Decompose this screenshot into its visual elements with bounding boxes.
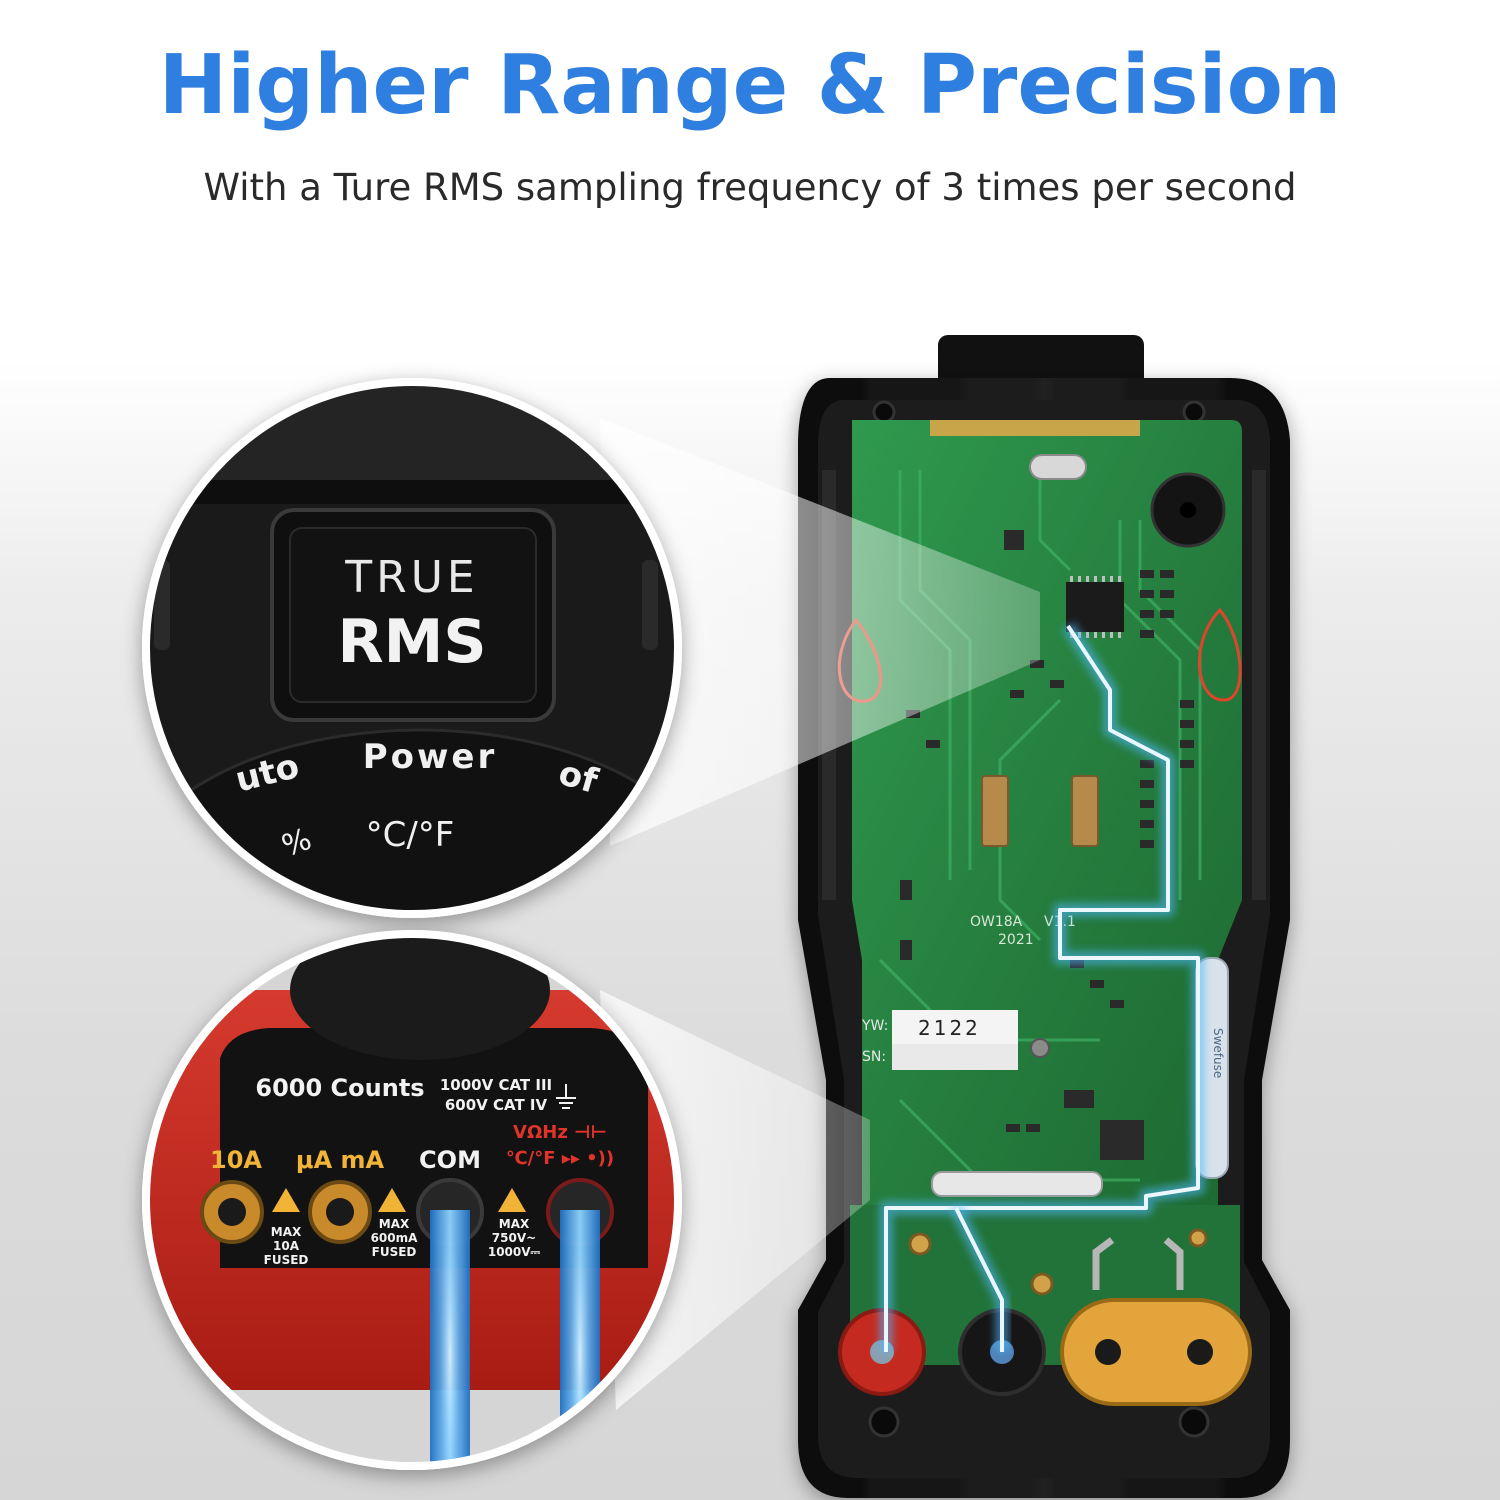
jack-yellow-pair bbox=[1060, 1298, 1252, 1406]
max-10a-line3: FUSED bbox=[264, 1253, 309, 1267]
screw-icon bbox=[1030, 1038, 1050, 1058]
screw-post-icon bbox=[872, 400, 896, 424]
spring-contact bbox=[1163, 1237, 1184, 1290]
side-rail bbox=[1252, 470, 1266, 900]
jack-label-ua-ma: μA mA bbox=[296, 1146, 385, 1174]
ground-icon bbox=[556, 1084, 576, 1109]
yw-value: 2122 bbox=[918, 1016, 981, 1040]
jack-yellow-hole bbox=[1095, 1339, 1121, 1365]
probe-holder bbox=[290, 934, 550, 1060]
page-subtitle: With a Ture RMS sampling frequency of 3 … bbox=[203, 166, 1297, 209]
solder-pad bbox=[1188, 1228, 1208, 1248]
crystal-oscillator bbox=[1029, 454, 1087, 480]
max-v-line3: 1000V⎓ bbox=[488, 1245, 541, 1259]
jack-yellow-hole bbox=[1187, 1339, 1213, 1365]
solder-pad bbox=[908, 1232, 932, 1256]
warning-icon bbox=[378, 1188, 406, 1212]
jack-label-10a: 10A bbox=[210, 1146, 262, 1174]
fuse-ma bbox=[931, 1171, 1103, 1197]
max-v-line2: 750V~ bbox=[492, 1231, 536, 1245]
cat-rating-line1: 1000V CAT III bbox=[440, 1076, 552, 1094]
red-wire-right bbox=[1198, 607, 1242, 702]
dial-label-temp: °C/°F bbox=[366, 815, 455, 855]
jack-label-v-line2: ℃/°F ▸▸ •)) bbox=[506, 1148, 614, 1169]
badge-line-true: TRUE bbox=[344, 552, 478, 603]
warning-icon bbox=[498, 1188, 526, 1212]
jack-label-com: COM bbox=[419, 1146, 481, 1174]
rotary-dial bbox=[146, 728, 678, 914]
page-title: Higher Range & Precision bbox=[158, 38, 1342, 133]
warning-icon bbox=[272, 1188, 300, 1212]
callout-beam-top bbox=[600, 418, 1040, 846]
screw-post-icon bbox=[1182, 400, 1206, 424]
fuse-label: Swefuse bbox=[1211, 1028, 1225, 1078]
max-v-line1: MAX bbox=[499, 1217, 530, 1231]
callout-input-panel: 6000 Counts 1000V CAT III 600V CAT IV 10… bbox=[142, 930, 682, 1470]
buzzer-hole bbox=[1180, 502, 1196, 518]
solder-pad bbox=[1030, 1272, 1054, 1296]
callout-true-rms: TRUE RMS Power uto of °C/°F % bbox=[142, 378, 682, 918]
sn-label: SN: bbox=[862, 1049, 886, 1065]
board-model: OW18A bbox=[970, 914, 1023, 930]
cat-rating-line2: 600V CAT IV bbox=[445, 1096, 548, 1114]
battery-clip bbox=[1071, 775, 1099, 847]
max-ma-line3: FUSED bbox=[372, 1245, 417, 1259]
yw-label-box bbox=[892, 1010, 1018, 1044]
main-ic-chip bbox=[1066, 582, 1124, 632]
smd-components bbox=[900, 530, 1194, 1160]
dial-label-power: Power bbox=[363, 737, 498, 777]
board-year: 2021 bbox=[998, 932, 1034, 948]
jack-label-v-line1: VΩHz ⊣⊢ bbox=[513, 1122, 607, 1143]
yw-label: YW: bbox=[861, 1018, 888, 1034]
screw-post-icon bbox=[1178, 1406, 1210, 1438]
max-10a-line2: 10A bbox=[273, 1239, 300, 1253]
max-10a-line1: MAX bbox=[271, 1225, 302, 1239]
badge-line-rms: RMS bbox=[337, 607, 486, 677]
callout-beam-bottom bbox=[600, 990, 870, 1410]
max-ma-line2: 600mA bbox=[371, 1231, 419, 1245]
counts-label: 6000 Counts bbox=[255, 1074, 424, 1102]
screw-post-icon bbox=[868, 1406, 900, 1438]
spring-contact bbox=[1092, 1237, 1115, 1290]
signal-path-glow bbox=[879, 622, 1205, 1352]
sn-label-box bbox=[892, 1044, 1018, 1070]
max-ma-line1: MAX bbox=[379, 1217, 410, 1231]
lcd-connector bbox=[930, 420, 1140, 436]
battery-clip bbox=[981, 775, 1009, 847]
